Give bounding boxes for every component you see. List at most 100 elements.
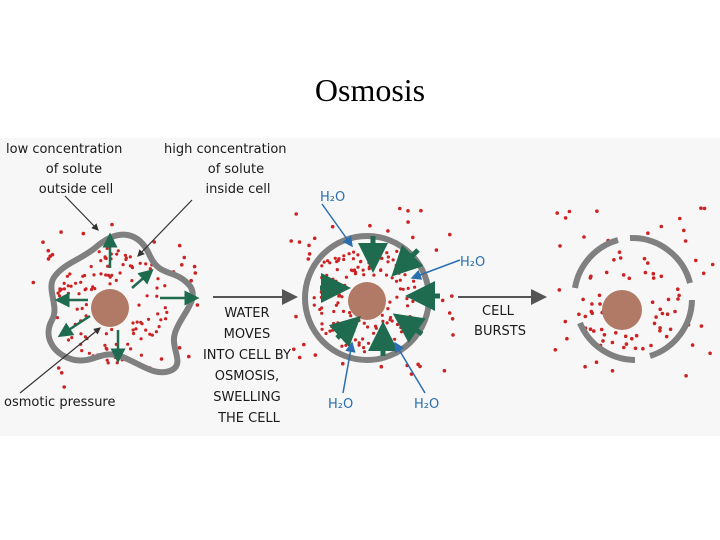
pointer-osmotic-pressure bbox=[19, 327, 101, 394]
solute-dot bbox=[356, 265, 360, 269]
solute-dot bbox=[393, 337, 397, 341]
solute-dot bbox=[588, 327, 593, 331]
solute-dot bbox=[694, 258, 698, 263]
solute-dot bbox=[699, 324, 704, 328]
solute-dot bbox=[372, 260, 376, 265]
solute-dot bbox=[99, 272, 103, 276]
solute-dot bbox=[601, 339, 605, 343]
solute-dot bbox=[630, 336, 634, 341]
h2o-arrows bbox=[321, 203, 461, 394]
solute-dot bbox=[307, 243, 311, 248]
solute-dot bbox=[610, 369, 615, 373]
solute-dot bbox=[62, 287, 66, 291]
solute-dot bbox=[341, 361, 345, 366]
solute-dot bbox=[326, 259, 330, 263]
solute-dot bbox=[297, 355, 302, 360]
solute-dot bbox=[651, 271, 656, 276]
solute-dot bbox=[646, 231, 650, 235]
solute-dot bbox=[56, 291, 60, 295]
solute-dot bbox=[134, 327, 138, 331]
solute-dot bbox=[77, 292, 81, 296]
solute-dot bbox=[450, 294, 454, 298]
solute-dot bbox=[658, 329, 662, 333]
solute-dot bbox=[292, 347, 296, 352]
solute-dot bbox=[553, 348, 558, 352]
solute-dot bbox=[312, 296, 316, 300]
solute-dot bbox=[367, 261, 371, 265]
solute-dot bbox=[81, 274, 85, 278]
solute-dot bbox=[448, 232, 452, 237]
solute-dot bbox=[297, 240, 302, 244]
solute-dot bbox=[379, 268, 383, 273]
solute-dot bbox=[447, 311, 452, 315]
solute-dot bbox=[163, 284, 167, 288]
solute-dot bbox=[682, 228, 686, 233]
solute-dot bbox=[386, 307, 390, 311]
solute-dot bbox=[148, 332, 152, 336]
solute-dot bbox=[195, 303, 200, 307]
solute-dot bbox=[386, 255, 390, 259]
solute-dot bbox=[103, 256, 107, 260]
solute-dot bbox=[62, 281, 66, 285]
water-arrow bbox=[131, 269, 154, 289]
solute-dot bbox=[594, 360, 599, 364]
solute-dot bbox=[612, 258, 616, 262]
solute-dot bbox=[356, 253, 360, 257]
solute-dot bbox=[563, 216, 568, 220]
water-arrows-cell-1 bbox=[54, 232, 200, 364]
solute-dot bbox=[651, 276, 656, 280]
solute-dot bbox=[336, 301, 340, 305]
h2o-arrow bbox=[410, 259, 461, 280]
solute-dot bbox=[313, 353, 318, 357]
solute-dot bbox=[58, 287, 62, 291]
solute-dot bbox=[398, 287, 402, 291]
solute-dot bbox=[320, 276, 324, 280]
solute-dot bbox=[351, 257, 355, 261]
solute-dot bbox=[31, 280, 36, 285]
solute-dot bbox=[83, 335, 87, 339]
solute-dot bbox=[352, 250, 356, 254]
solute-dot bbox=[684, 374, 688, 378]
solute-dot bbox=[132, 331, 136, 336]
solute-dot bbox=[592, 329, 596, 333]
solute-dot bbox=[362, 346, 366, 350]
solute-dot bbox=[324, 331, 328, 336]
solute-dot bbox=[105, 246, 109, 250]
solute-dot bbox=[660, 311, 665, 316]
solute-dot bbox=[41, 240, 45, 244]
solute-dot bbox=[328, 329, 332, 333]
cell-3-membrane-arc-4 bbox=[577, 321, 636, 363]
solute-dot bbox=[312, 303, 316, 307]
solute-dot bbox=[440, 298, 445, 303]
solute-dot bbox=[658, 326, 662, 330]
solute-dot bbox=[344, 275, 348, 279]
solute-dot bbox=[341, 309, 346, 313]
solute-dot bbox=[57, 294, 62, 298]
solute-dot bbox=[405, 297, 409, 301]
cell-2-nucleus bbox=[348, 282, 386, 320]
solute-dot bbox=[165, 310, 169, 314]
solute-dot bbox=[177, 243, 182, 248]
solute-dot bbox=[344, 343, 348, 347]
solute-dot bbox=[46, 257, 51, 261]
solute-dot bbox=[659, 224, 664, 229]
solute-dot bbox=[649, 343, 653, 348]
solute-dot bbox=[139, 320, 143, 324]
label-high-concentration: high concentration of solute inside cell bbox=[164, 142, 291, 197]
solute-dot bbox=[330, 224, 335, 229]
solute-dot bbox=[398, 278, 402, 282]
solute-dot bbox=[319, 290, 323, 294]
solute-dot bbox=[583, 364, 587, 369]
solute-dot bbox=[104, 346, 108, 350]
solute-dot bbox=[89, 264, 93, 269]
solute-dot bbox=[334, 279, 338, 283]
solute-dot bbox=[396, 269, 401, 273]
solute-dot bbox=[668, 327, 673, 332]
solute-dot bbox=[362, 350, 367, 354]
solute-dot bbox=[386, 229, 390, 233]
solute-dot bbox=[330, 324, 334, 329]
solute-dot bbox=[658, 307, 662, 312]
label-osmotic-pressure: osmotic pressure bbox=[4, 395, 115, 410]
solute-dot bbox=[634, 333, 639, 338]
solute-dot bbox=[128, 255, 132, 259]
